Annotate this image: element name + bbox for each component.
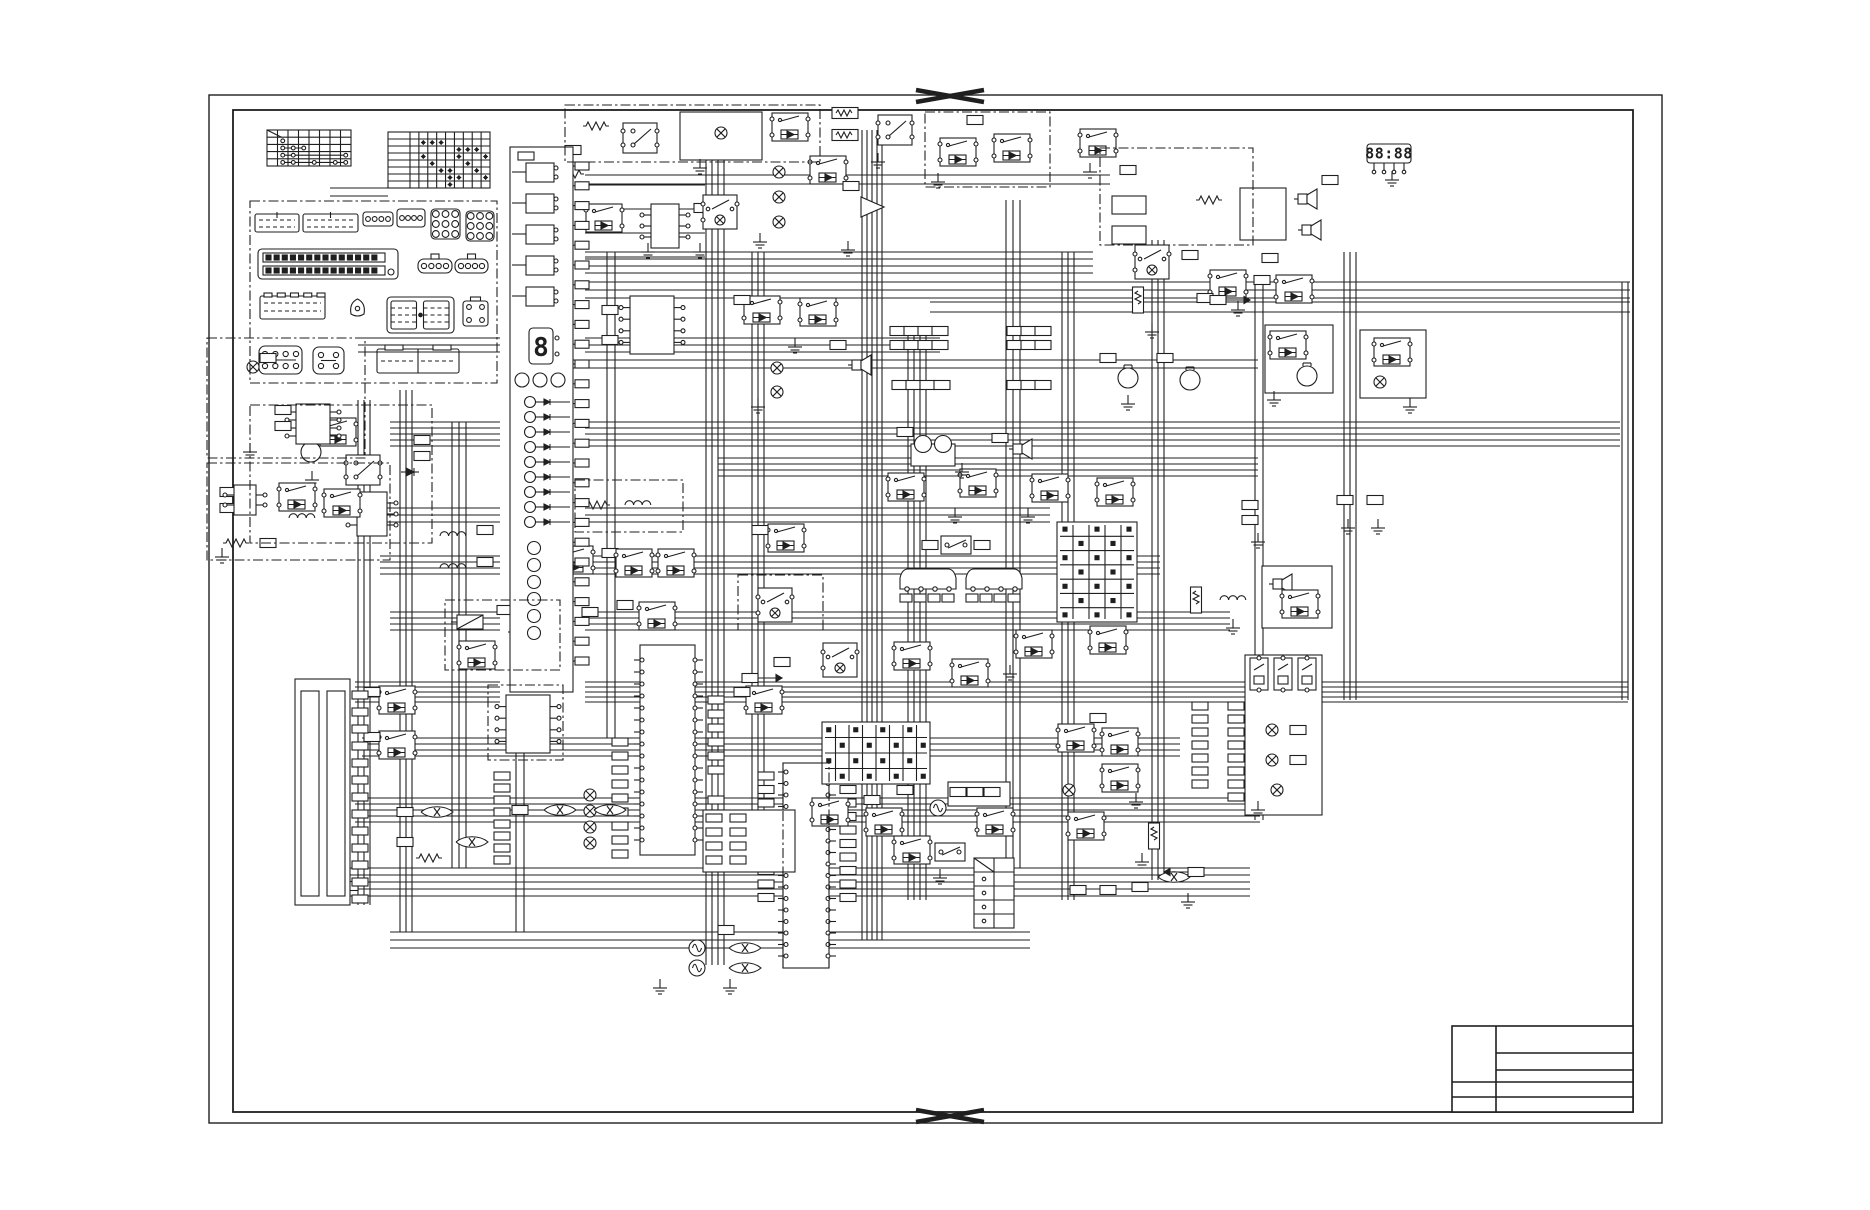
connector-legend (254, 208, 495, 375)
frame (208, 87, 1663, 1125)
components (215, 106, 1427, 995)
svg-text:8: 8 (533, 333, 549, 363)
digital-clock-display: 88:88 (1365, 143, 1413, 175)
clock-value: 88:88 (1365, 145, 1413, 163)
harness-bar (294, 678, 369, 906)
legend-tables (266, 129, 491, 189)
monitor-panel: 8 (509, 146, 590, 693)
title-block (1451, 1025, 1634, 1113)
assembly-boundaries (206, 104, 1254, 969)
